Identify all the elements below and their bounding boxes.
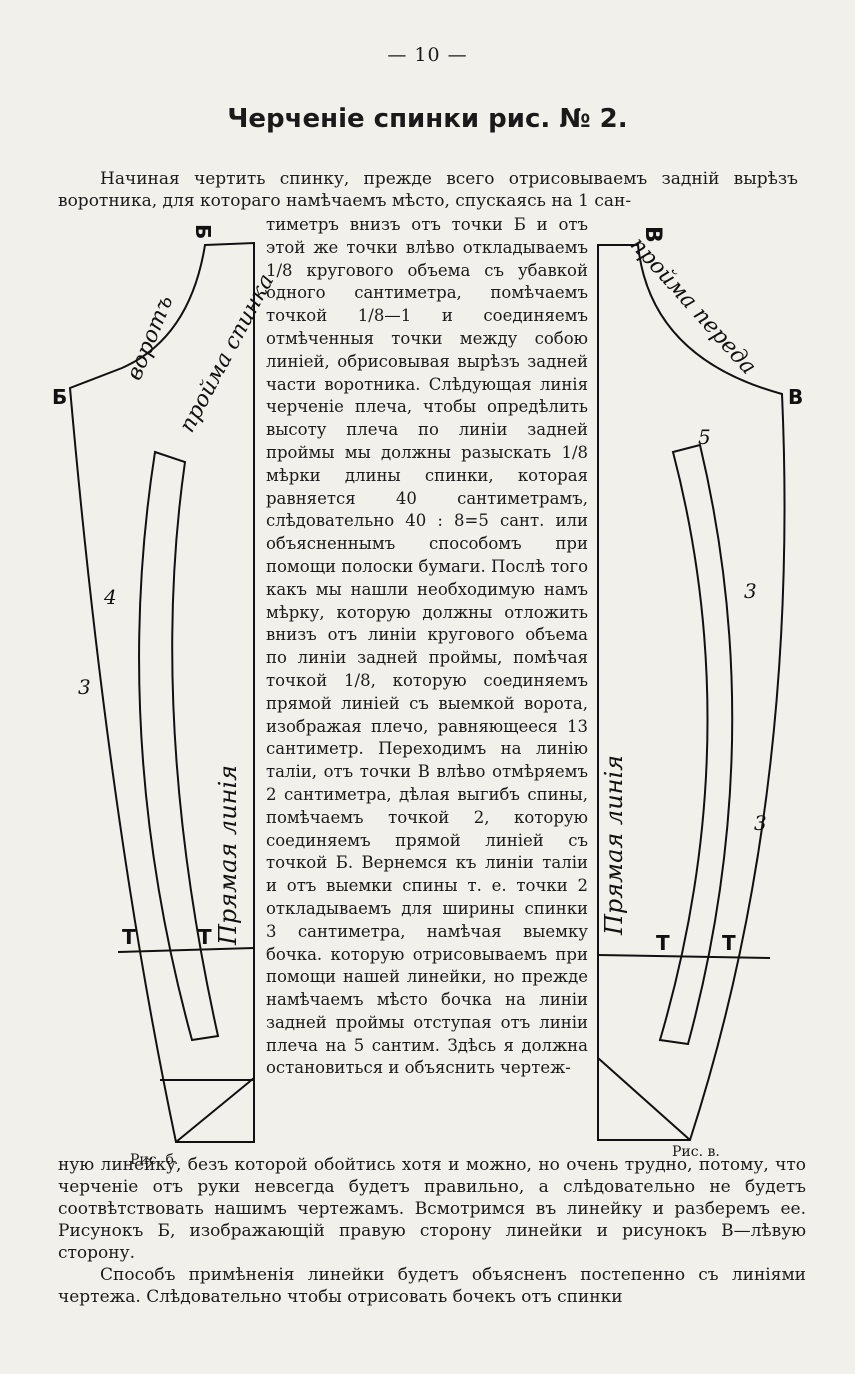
- figure-right-caption: Рис. в.: [672, 1144, 720, 1160]
- fig-right-num-b: 3: [744, 579, 757, 603]
- fig-left-label-straight: Прямая линія: [214, 765, 242, 946]
- bottom-paragraph-1: ную линейку, безъ которой обойтись хотя …: [58, 1155, 806, 1263]
- center-text-column: тиметръ внизъ отъ точки Б и отъ этой же …: [266, 214, 588, 1080]
- column-paragraph: тиметръ внизъ отъ точки Б и отъ этой же …: [266, 215, 588, 1078]
- fig-left-label-top: Б: [191, 224, 215, 239]
- intro-paragraph: Начиная чертить спинку, прежде всего отр…: [58, 169, 798, 211]
- fig-left-t-a: Т: [122, 925, 136, 949]
- bottom-paragraph-2: Способъ примѣненiя линейки будетъ объясн…: [58, 1265, 806, 1307]
- fig-left-label-collar: воротъ: [122, 292, 178, 384]
- figure-left-ruler: [68, 241, 255, 1143]
- fig-left-num-b: 3: [78, 675, 91, 699]
- fig-right-label-armhole: пройма переда: [625, 233, 761, 380]
- fig-right-num-c: 3: [754, 811, 767, 835]
- fig-right-label-top: В: [640, 226, 665, 243]
- fig-right-t-b: Т: [722, 931, 736, 955]
- fig-left-t-b: Т: [198, 925, 212, 949]
- page-number: — 10 —: [387, 44, 468, 66]
- fig-right-label-straight: Прямая линія: [600, 755, 628, 936]
- fig-right-label-side: В: [788, 385, 803, 409]
- figure-left-caption: Рис. б.: [130, 1152, 179, 1168]
- fig-right-t-a: Т: [656, 931, 670, 955]
- page-title: Черченіе спинки рис. № 2.: [227, 104, 628, 134]
- bottom-text: ную линейку, безъ которой обойтись хотя …: [58, 1154, 806, 1308]
- fig-left-num-a: 4: [103, 585, 117, 609]
- figure-right-ruler: [597, 244, 786, 1141]
- fig-right-num-a: 5: [698, 425, 711, 449]
- figure-left-labels: Б Б воротъ пройма спинка Прямая линія 4 …: [52, 224, 279, 949]
- fig-left-label-side: Б: [52, 385, 67, 409]
- figure-right-labels: В В пройма переда Прямая линія 5 3 3 Т Т: [600, 226, 803, 955]
